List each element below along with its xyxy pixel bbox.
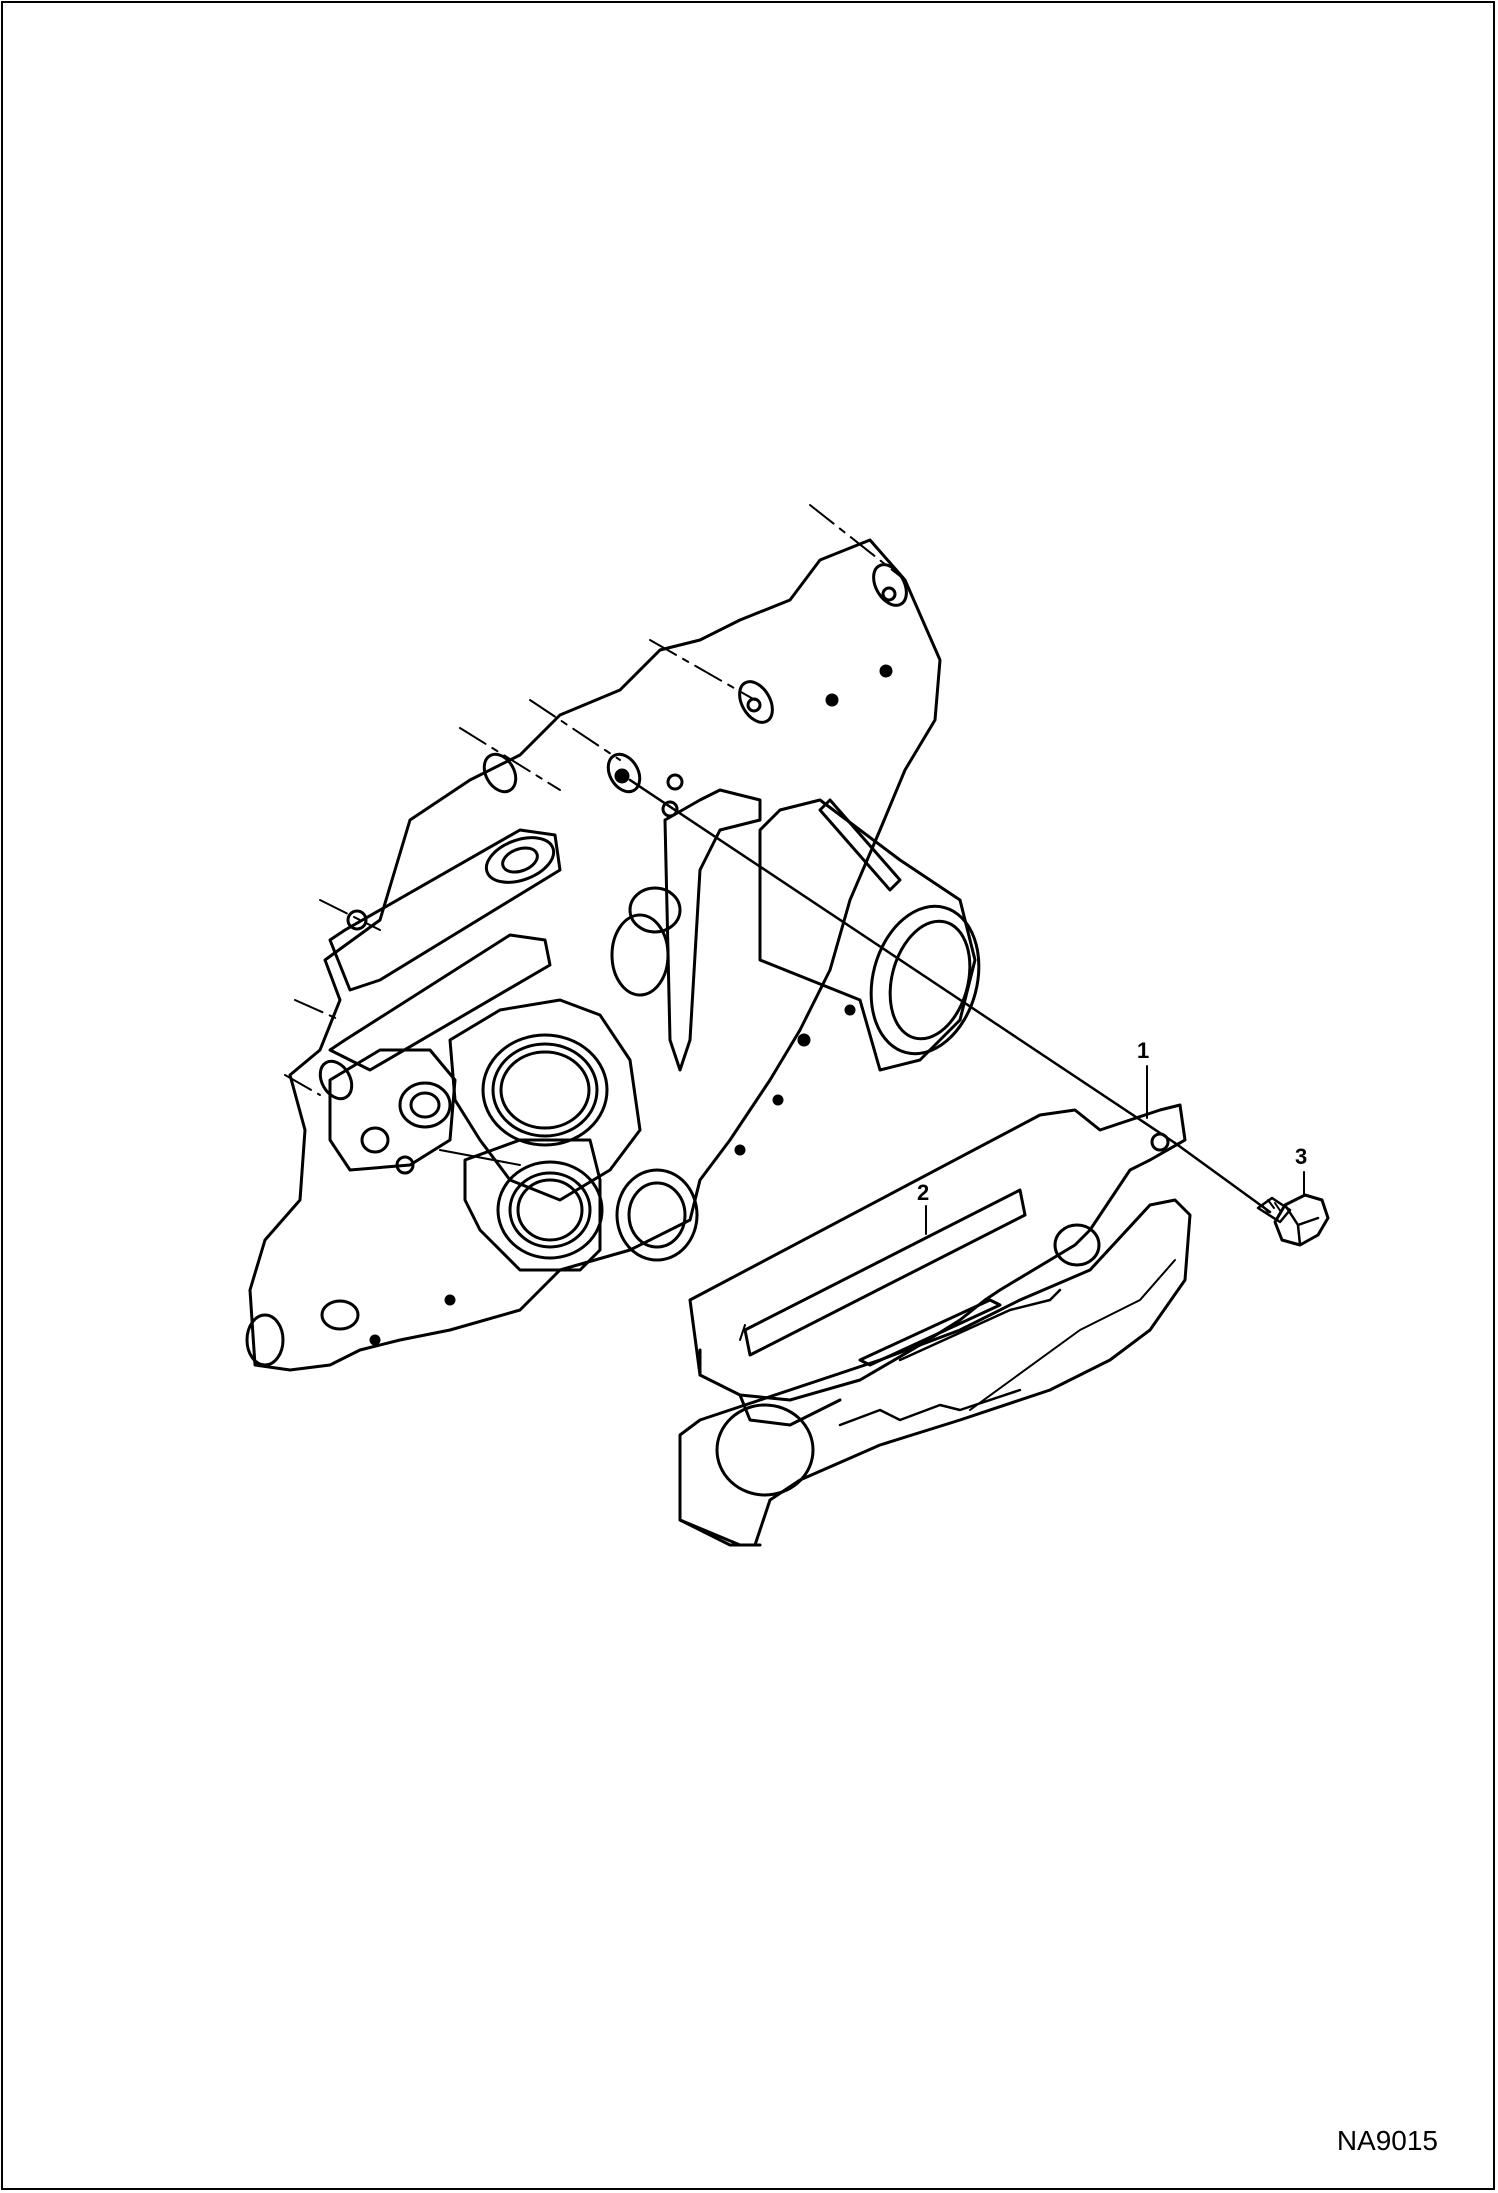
part-1-bracket-plate (688, 1103, 1187, 1427)
bolt-alignment-line (1173, 1141, 1272, 1214)
part-3-bolt (1256, 1193, 1330, 1247)
part-2-spacer-block (678, 1198, 1192, 1547)
callout-leaders (925, 1065, 1305, 1235)
callout-label-1: 1 (1137, 1038, 1150, 1063)
callout-label-2: 2 (917, 1180, 930, 1205)
alignment-line (628, 778, 1177, 1145)
figure-id-label: NA9015 (1336, 2125, 1438, 2156)
callout-label-3: 3 (1295, 1144, 1308, 1169)
engine-front-housing (245, 504, 981, 1372)
